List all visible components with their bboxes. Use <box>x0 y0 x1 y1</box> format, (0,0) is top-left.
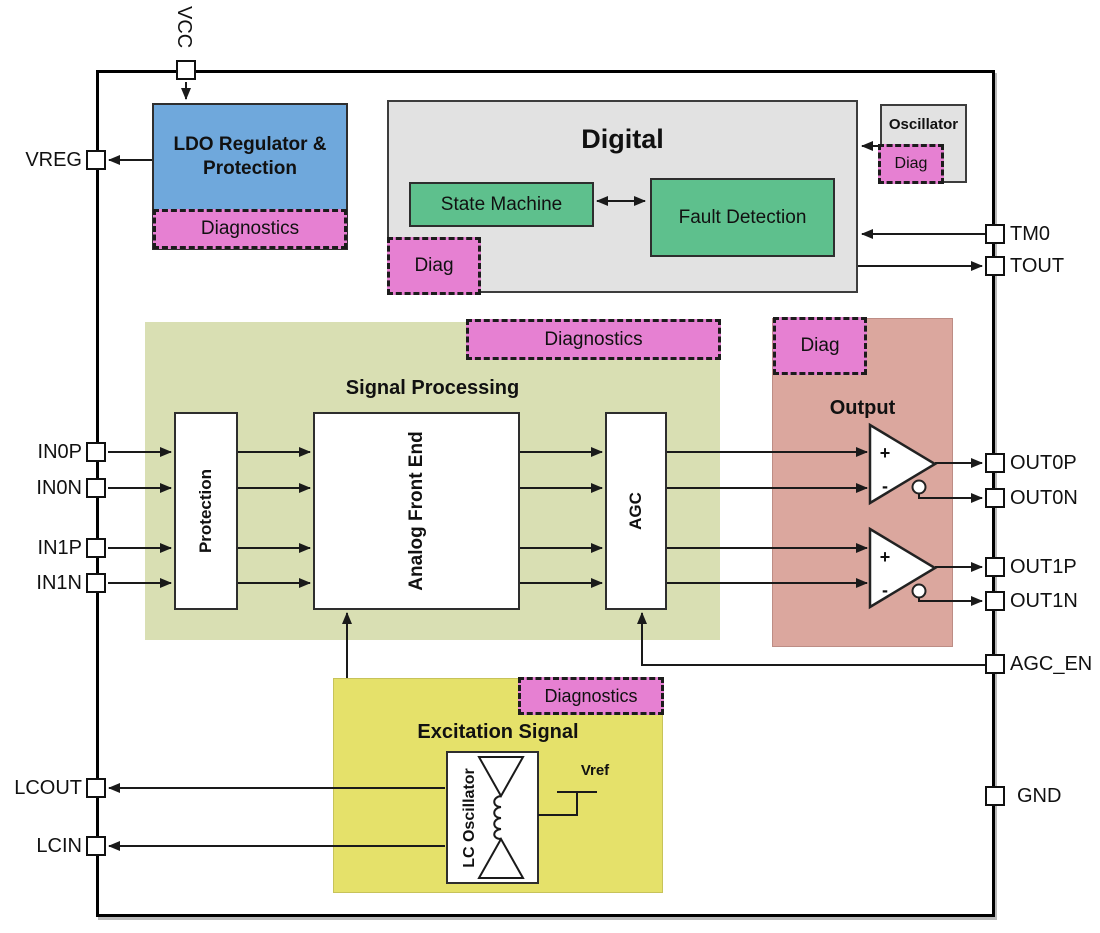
fault-detection-box: Fault Detection <box>650 178 835 257</box>
pin-label-out1p: OUT1P <box>1010 556 1077 578</box>
pin-label-vreg: VREG <box>25 149 82 171</box>
pin-out0p <box>985 453 1005 473</box>
pin-tout <box>985 256 1005 276</box>
output-diag-label: Diag <box>800 335 840 356</box>
protection-box: Protection <box>174 412 238 610</box>
pin-gnd <box>985 786 1005 806</box>
pin-label-lcout: LCOUT <box>14 777 82 799</box>
lc-oscillator-box: LC Oscillator <box>446 751 539 884</box>
excitation-diagnostics-box: Diagnostics <box>518 677 664 715</box>
signal-processing-region: Diagnostics Signal Processing Protection… <box>145 319 721 640</box>
pin-label-in1p: IN1P <box>37 537 82 559</box>
vref-label: Vref <box>580 762 610 779</box>
signal-processing-diagnostics-label: Diagnostics <box>544 328 643 350</box>
pin-vreg <box>86 150 106 170</box>
digital-diag-label: Diag <box>414 255 454 276</box>
excitation-title: Excitation Signal <box>417 721 579 743</box>
pin-lcout <box>86 778 106 798</box>
pin-vcc <box>176 60 196 80</box>
pin-label-in1n: IN1N <box>36 572 82 594</box>
pin-in0p <box>86 442 106 462</box>
protection-label: Protection <box>196 468 215 554</box>
output-title: Output <box>829 397 896 419</box>
signal-processing-diagnostics-box: Diagnostics <box>466 319 721 360</box>
pin-out1p <box>985 557 1005 577</box>
pin-label-out1n: OUT1N <box>1010 590 1078 612</box>
pin-label-in0n: IN0N <box>36 477 82 499</box>
ldo-block-title: LDO Regulator & Protection <box>173 134 327 179</box>
digital-block: Digital State Machine Fault Detection Di… <box>387 100 858 295</box>
pin-out1n <box>985 591 1005 611</box>
pin-label-in0p: IN0P <box>37 441 82 463</box>
lc-oscillator-label: LC Oscillator <box>461 767 478 868</box>
state-machine-box: State Machine <box>409 182 594 227</box>
pin-in0n <box>86 478 106 498</box>
output-diag-box: Diag <box>773 317 867 375</box>
signal-processing-title: Signal Processing <box>345 377 520 399</box>
pin-label-agc-en: AGC_EN <box>1010 653 1093 675</box>
pin-label-gnd: GND <box>1017 785 1062 807</box>
analog-front-end-box: Analog Front End <box>313 412 520 610</box>
ldo-regulator-block: LDO Regulator & Protection Diagnostics <box>152 103 348 250</box>
pin-label-tout: TOUT <box>1010 255 1065 277</box>
pin-tm0 <box>985 224 1005 244</box>
agc-label: AGC <box>626 492 645 530</box>
oscillator-block: Oscillator Diag <box>878 104 967 184</box>
pin-label-vcc: VCC <box>173 6 195 49</box>
output-region: Diag Output <box>772 317 953 647</box>
pin-lcin <box>86 836 106 856</box>
fault-detection-label: Fault Detection <box>678 206 807 228</box>
analog-front-end-label: Analog Front End <box>405 431 427 591</box>
digital-diag-box: Diag <box>387 237 481 295</box>
agc-box: AGC <box>605 412 667 610</box>
pin-agc-en <box>985 654 1005 674</box>
pin-in1p <box>86 538 106 558</box>
state-machine-label: State Machine <box>440 193 563 215</box>
oscillator-diag-box: Diag <box>878 144 944 184</box>
pin-out0n <box>985 488 1005 508</box>
digital-block-title: Digital <box>581 124 664 154</box>
pin-label-tm0: TM0 <box>1010 223 1050 245</box>
excitation-signal-region: Diagnostics Excitation Signal LC Oscilla… <box>333 677 664 893</box>
excitation-diagnostics-label: Diagnostics <box>544 685 638 706</box>
ldo-diagnostics-label: Diagnostics <box>200 218 300 239</box>
pin-label-out0p: OUT0P <box>1010 452 1077 474</box>
pin-label-lcin: LCIN <box>36 835 82 857</box>
oscillator-diag-label: Diag <box>894 155 928 172</box>
pin-label-out0n: OUT0N <box>1010 487 1078 509</box>
ldo-diagnostics-box: Diagnostics <box>153 209 347 249</box>
oscillator-title: Oscillator <box>888 116 959 133</box>
pin-in1n <box>86 573 106 593</box>
